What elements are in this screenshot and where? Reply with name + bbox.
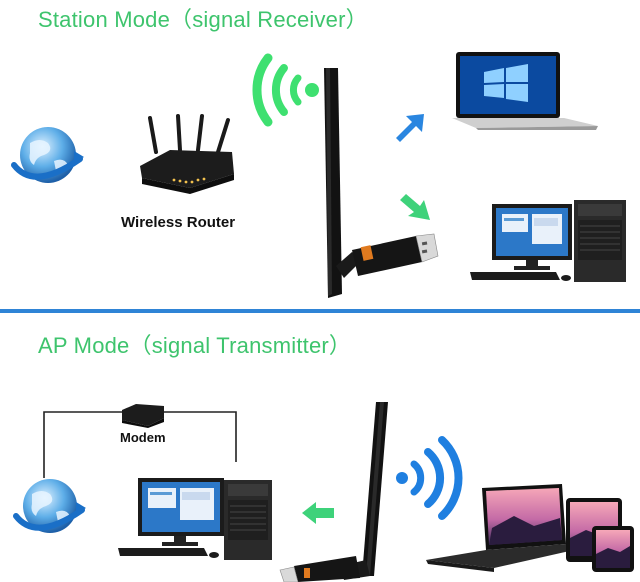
router-label: Wireless Router (121, 214, 235, 231)
section-divider (0, 309, 640, 313)
modem-icon (118, 402, 168, 428)
wireless-router-icon (134, 116, 238, 194)
arrow-to-laptop-icon (394, 112, 426, 142)
internet-globe-icon (8, 125, 88, 195)
laptop-image (446, 50, 602, 130)
desktop-computer-image (470, 200, 630, 284)
usb-wifi-adapter-image (318, 66, 438, 302)
usb-wifi-adapter-image (280, 400, 400, 582)
arrow-to-desktop-icon (398, 194, 432, 224)
wifi-signal-received-icon (246, 60, 326, 136)
desktop-computer-image (118, 476, 278, 562)
modem-label: Modem (120, 430, 166, 445)
station-mode-title: Station Mode（signal Receiver） (38, 2, 368, 34)
ap-mode-title: AP Mode（signal Transmitter） (38, 328, 351, 360)
client-devices-image (424, 478, 638, 578)
internet-globe-icon (10, 476, 90, 546)
